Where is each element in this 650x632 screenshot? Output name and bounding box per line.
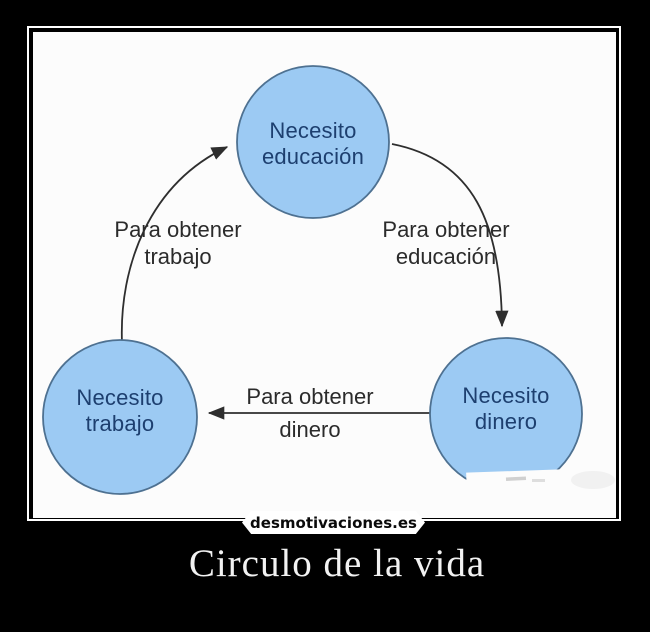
edge-label-educacion-line2: educación <box>395 244 497 269</box>
node-educacion-label-line2: educación <box>261 144 365 169</box>
node-educacion-circle <box>236 65 390 219</box>
node-trabajo-label: Necesito trabajo <box>40 385 200 437</box>
node-trabajo-label-line1: Necesito <box>76 385 164 410</box>
edge-label-educacion-line1: Para obtener <box>382 217 510 242</box>
erased-watermark-patch <box>466 467 616 518</box>
edge-educacion-to-dinero <box>391 143 509 328</box>
node-dinero-label: Necesito dinero <box>426 383 586 435</box>
node-dinero-label-line2: dinero <box>474 409 538 434</box>
node-educacion-label-line1: Necesito <box>269 118 357 143</box>
node-dinero-label-line1: Necesito <box>462 383 550 408</box>
edge-label-trabajo-line1: Para obtener <box>114 217 242 242</box>
node-trabajo-circle <box>42 339 198 495</box>
poster-caption-title: Circulo de la vida <box>188 542 486 585</box>
node-educacion-label: Necesito educación <box>233 118 393 170</box>
edge-label-para-obtener-educacion: Para obtener educación <box>356 216 536 270</box>
edge-trabajo-to-educacion <box>120 146 229 344</box>
edge-label-para-obtener-dinero-line2: dinero <box>279 417 341 442</box>
node-trabajo-label-line2: trabajo <box>85 411 155 436</box>
edge-label-para-obtener-dinero-line1: Para obtener <box>246 384 374 409</box>
edge-label-para-obtener-trabajo: Para obtener trabajo <box>88 216 268 270</box>
edge-label-trabajo-line2: trabajo <box>144 244 212 269</box>
watermark-ribbon: desmotivaciones.es <box>242 511 425 534</box>
cycle-diagram-graphic <box>42 65 616 518</box>
watermark-site-label: desmotivaciones.es <box>250 513 417 532</box>
diagram-photo: Necesito educación Necesito trabajo Nece… <box>33 32 616 518</box>
